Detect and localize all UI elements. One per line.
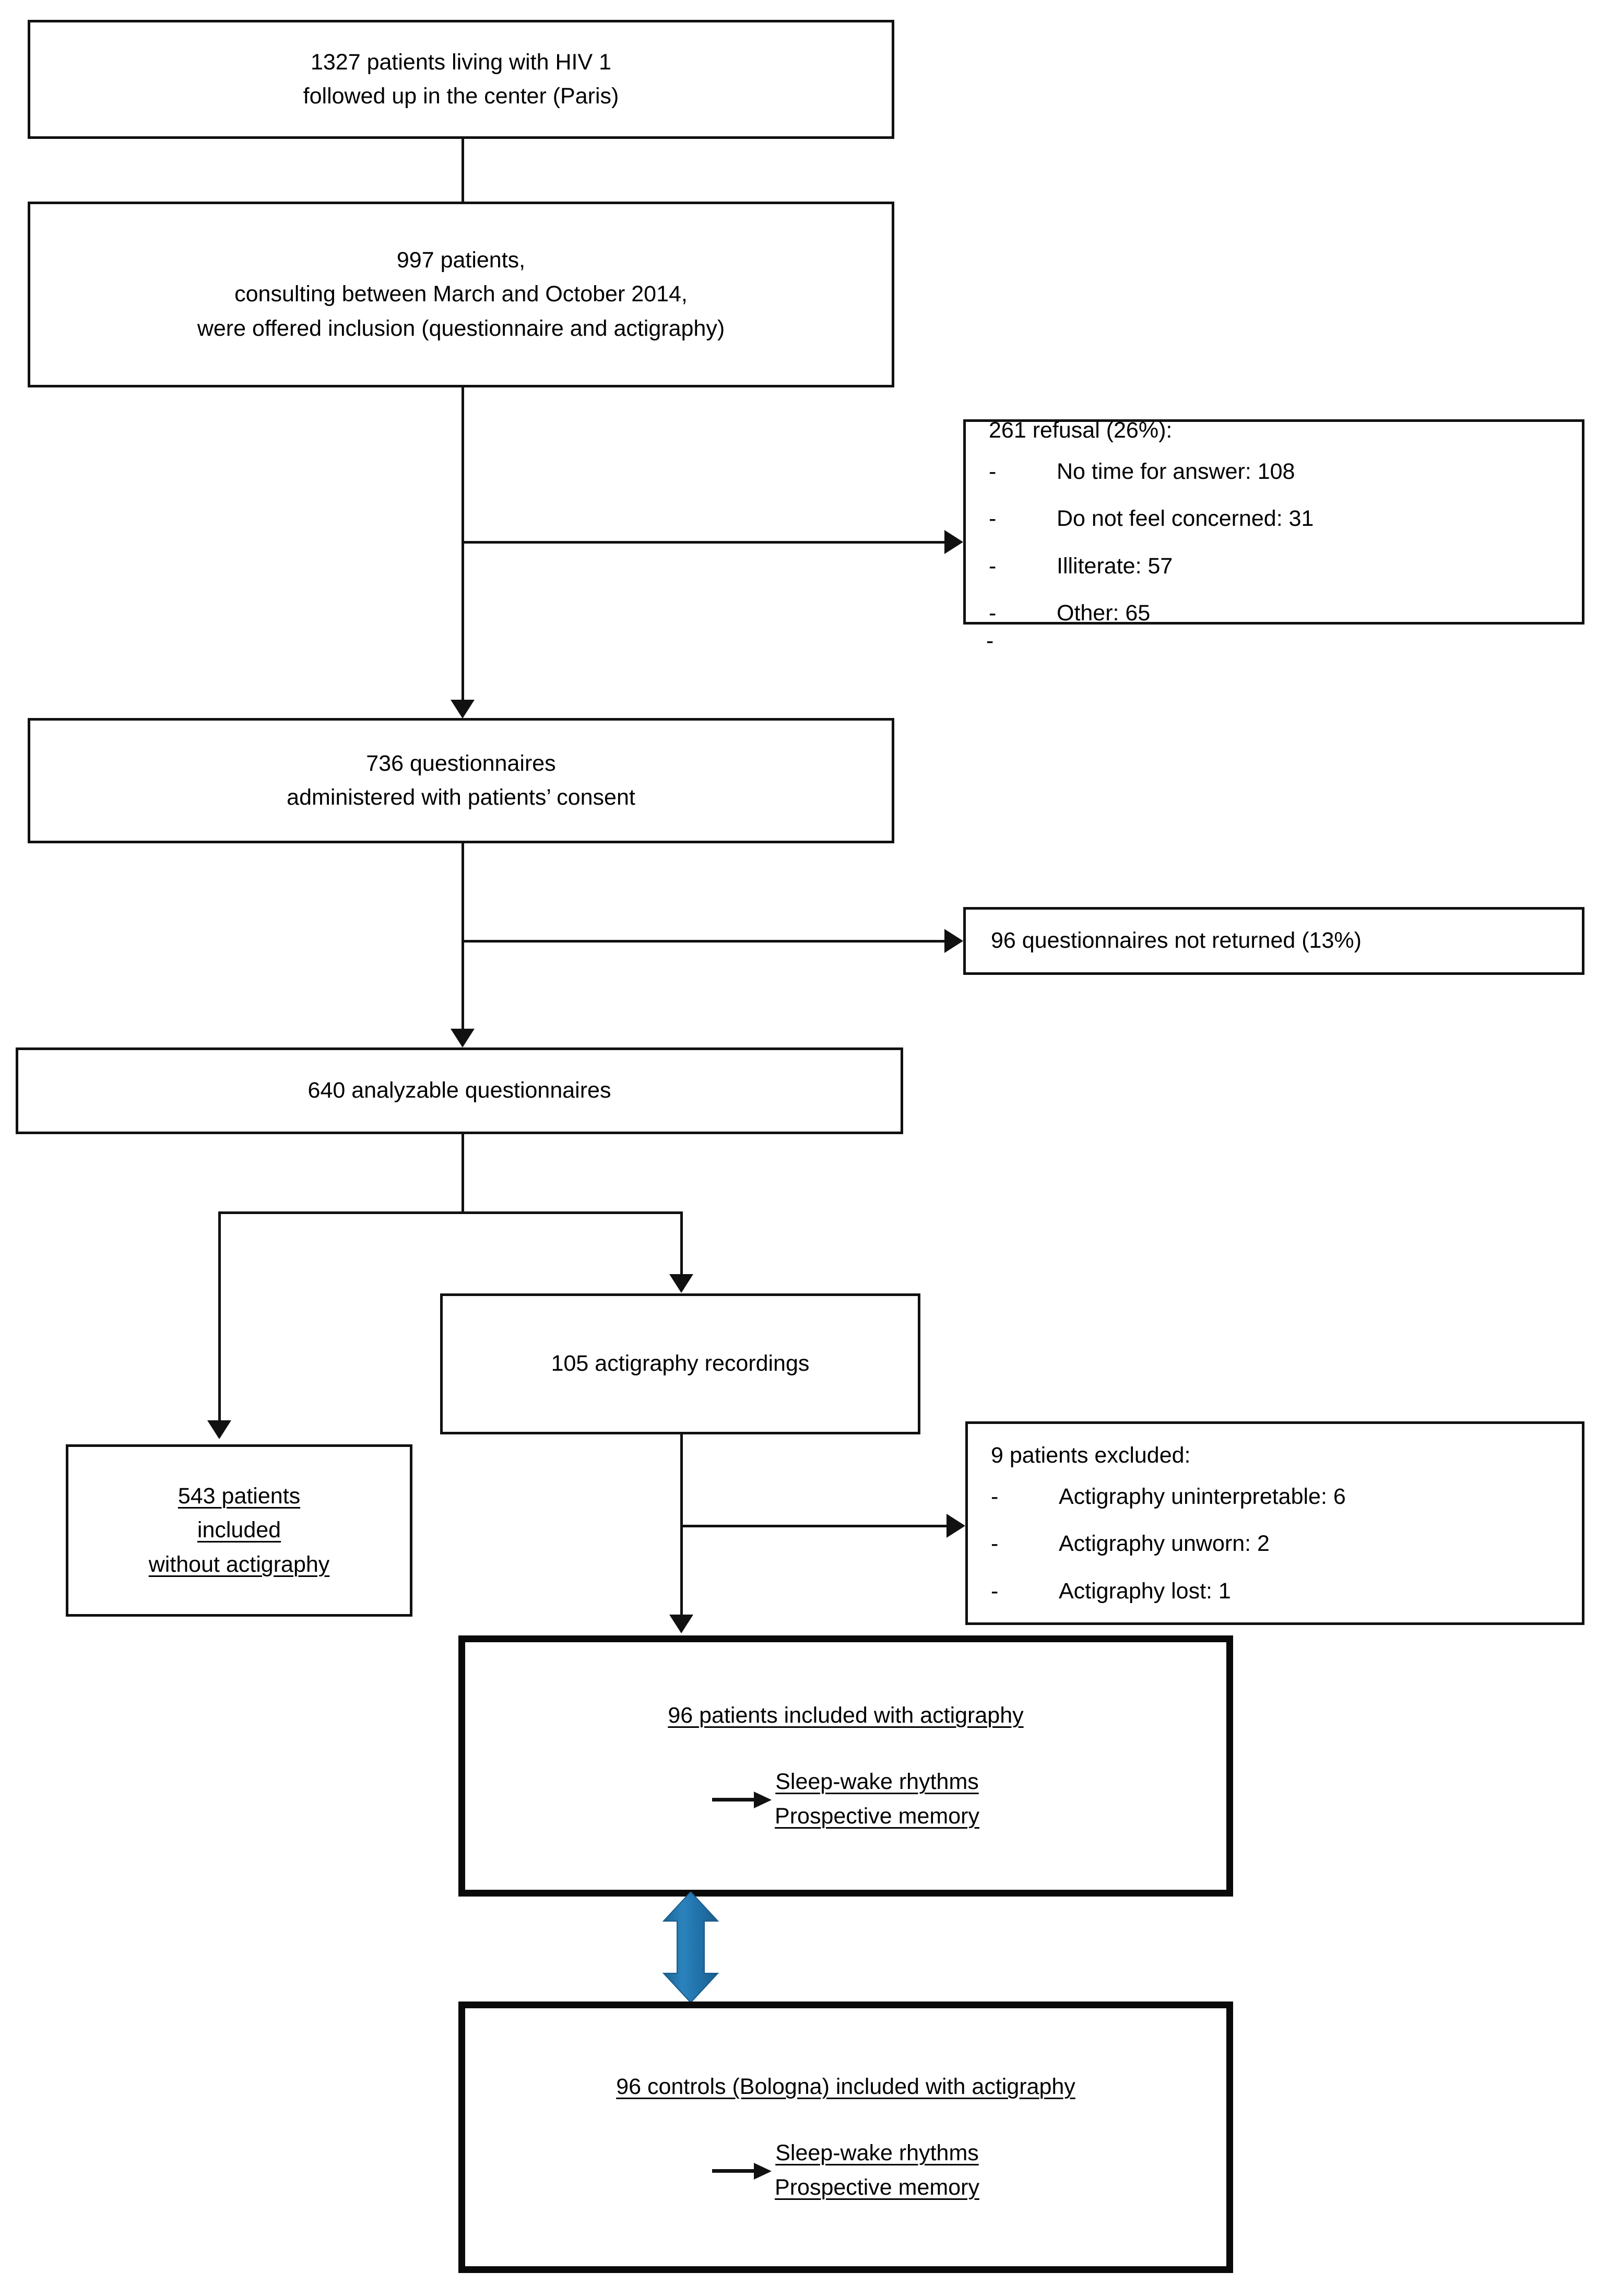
connector-administered-to-not-returned <box>462 940 944 943</box>
refusal-item-2: Illiterate: 57 <box>1057 553 1173 579</box>
node-offered-line2: consulting between March and October 201… <box>234 281 688 307</box>
list-item: - Actigraphy lost: 1 <box>991 1574 1231 1608</box>
node-included-without-line3: without actigraphy <box>148 1551 330 1577</box>
arrowhead-actigraphy-recordings <box>669 1274 693 1293</box>
bullet-dash-icon: - <box>989 553 997 579</box>
excluded-item-1: Actigraphy unworn: 2 <box>1059 1531 1270 1556</box>
connector-offered-to-administered <box>462 387 464 700</box>
node-refusal-header: 261 refusal (26%): <box>989 418 1173 443</box>
node-offered: 997 patients, consulting between March a… <box>28 202 894 387</box>
arrowhead-refusal <box>944 530 963 554</box>
right-arrow-icon <box>712 1791 775 1808</box>
connector-analyzable-split-bar <box>218 1211 683 1214</box>
patients-outcome-1: Sleep-wake rhythms <box>775 1769 979 1795</box>
refusal-item-1: Do not feel concerned: 31 <box>1057 506 1314 532</box>
node-not-returned: 96 questionnaires not returned (13%) <box>963 907 1584 975</box>
connector-administered-to-analyzable <box>462 843 464 1029</box>
connector-split-left-leg <box>218 1211 221 1420</box>
node-analyzable: 640 analyzable questionnaires <box>16 1047 903 1134</box>
node-included-without-actigraphy: 543 patients included without actigraphy <box>66 1444 412 1617</box>
node-actigraphy-recordings: 105 actigraphy recordings <box>440 1293 920 1434</box>
node-screened-line1: 1327 patients living with HIV 1 <box>310 49 612 75</box>
refusal-stray-bullet: - <box>986 628 994 653</box>
node-excluded-header: 9 patients excluded: <box>991 1443 1191 1468</box>
arrowhead-patients-with-actigraphy <box>669 1615 693 1633</box>
node-administered-line2: administered with patients’ consent <box>287 785 635 810</box>
refusal-item-0: No time for answer: 108 <box>1057 458 1295 484</box>
bullet-dash-icon: - <box>989 458 997 484</box>
controls-outcome-1: Sleep-wake rhythms <box>775 2140 979 2166</box>
node-refusal: 261 refusal (26%): - No time for answer:… <box>963 418 1584 626</box>
connector-recordings-to-excluded <box>680 1525 947 1527</box>
arrowhead-analyzable <box>451 1029 475 1047</box>
node-offered-line3: were offered inclusion (questionnaire an… <box>197 315 725 341</box>
node-patients-with-actigraphy-title: 96 patients included with actigraphy <box>668 1702 1024 1728</box>
right-arrow-icon <box>712 2162 775 2180</box>
arrowhead-included-without <box>207 1420 231 1439</box>
bullet-dash-icon: - <box>989 506 997 532</box>
node-controls-with-actigraphy-title: 96 controls (Bologna) included with acti… <box>616 2074 1075 2099</box>
bullet-dash-icon: - <box>991 1483 999 1509</box>
connector-recordings-to-patients <box>680 1434 683 1615</box>
outcomes-group: Sleep-wake rhythms Prospective memory <box>712 2136 979 2205</box>
connector-split-right-leg <box>680 1211 683 1274</box>
bullet-dash-icon: - <box>989 601 997 626</box>
list-item: - Actigraphy unworn: 2 <box>991 1527 1270 1561</box>
list-item: - No time for answer: 108 <box>989 455 1295 489</box>
node-actigraphy-recordings-line1: 105 actigraphy recordings <box>551 1351 810 1376</box>
node-not-returned-line1: 96 questionnaires not returned (13%) <box>991 928 1362 953</box>
connector-offered-to-refusal <box>462 541 944 544</box>
node-screened-line2: followed up in the center (Paris) <box>303 84 619 109</box>
node-offered-line1: 997 patients, <box>396 247 526 273</box>
excluded-item-0: Actigraphy uninterpretable: 6 <box>1059 1483 1346 1509</box>
node-administered: 736 questionnaires administered with pat… <box>28 718 894 843</box>
arrowhead-administered <box>451 700 475 719</box>
patients-outcome-2: Prospective memory <box>775 1803 979 1829</box>
node-patients-with-actigraphy: 96 patients included with actigraphy Sle… <box>458 1635 1233 1897</box>
arrowhead-not-returned <box>944 929 963 953</box>
node-included-without-line1: 543 patients <box>178 1483 301 1509</box>
refusal-item-3: Other: 65 <box>1057 601 1151 626</box>
outcomes-group: Sleep-wake rhythms Prospective memory <box>712 1765 979 1833</box>
connector-analyzable-split-stem <box>462 1134 464 1214</box>
list-item: - Do not feel concerned: 31 <box>989 502 1314 536</box>
node-included-without-line2: included <box>197 1517 281 1543</box>
blue-double-arrow-connector <box>662 1892 719 2003</box>
bullet-dash-icon: - <box>991 1531 999 1556</box>
node-analyzable-line1: 640 analyzable questionnaires <box>307 1078 611 1103</box>
list-item: - Other: 65 <box>989 596 1150 630</box>
bullet-dash-icon: - <box>991 1578 999 1604</box>
node-controls-with-actigraphy: 96 controls (Bologna) included with acti… <box>458 2001 1233 2273</box>
node-administered-line1: 736 questionnaires <box>366 750 556 776</box>
list-item: - Actigraphy uninterpretable: 6 <box>991 1480 1346 1514</box>
node-excluded: 9 patients excluded: - Actigraphy uninte… <box>965 1421 1584 1625</box>
excluded-item-2: Actigraphy lost: 1 <box>1059 1578 1231 1604</box>
arrowhead-excluded <box>947 1514 965 1538</box>
controls-outcome-2: Prospective memory <box>775 2174 979 2200</box>
node-screened: 1327 patients living with HIV 1 followed… <box>28 20 894 139</box>
connector-screened-to-offered <box>462 139 464 202</box>
list-item: - Illiterate: 57 <box>989 549 1173 583</box>
